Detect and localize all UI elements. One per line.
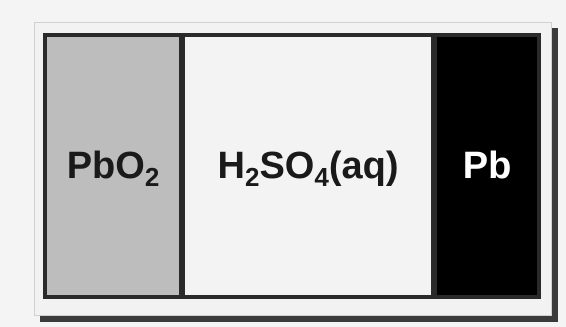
cell-outline: PbO2 H2SO4(aq) Pb xyxy=(43,33,541,299)
electrolyte-part-1: H xyxy=(217,144,245,187)
cathode-region: PbO2 xyxy=(47,37,179,295)
electrolyte-subscript-1: 2 xyxy=(244,161,260,192)
cathode-formula: PbO xyxy=(66,144,145,187)
electrolyte-subscript-2: 4 xyxy=(314,161,329,192)
electrolyte-part-3: (aq) xyxy=(328,144,399,187)
electrolyte-part-2: SO xyxy=(259,144,315,187)
anode-region: Pb xyxy=(437,37,537,295)
electrolyte-label: H2SO4(aq) xyxy=(217,144,399,190)
cathode-label: PbO2 xyxy=(66,144,160,190)
cathode-subscript: 2 xyxy=(144,161,160,192)
battery-cell-diagram: PbO2 H2SO4(aq) Pb xyxy=(34,22,552,316)
anode-label: Pb xyxy=(462,144,512,187)
electrolyte-region: H2SO4(aq) xyxy=(185,37,431,295)
